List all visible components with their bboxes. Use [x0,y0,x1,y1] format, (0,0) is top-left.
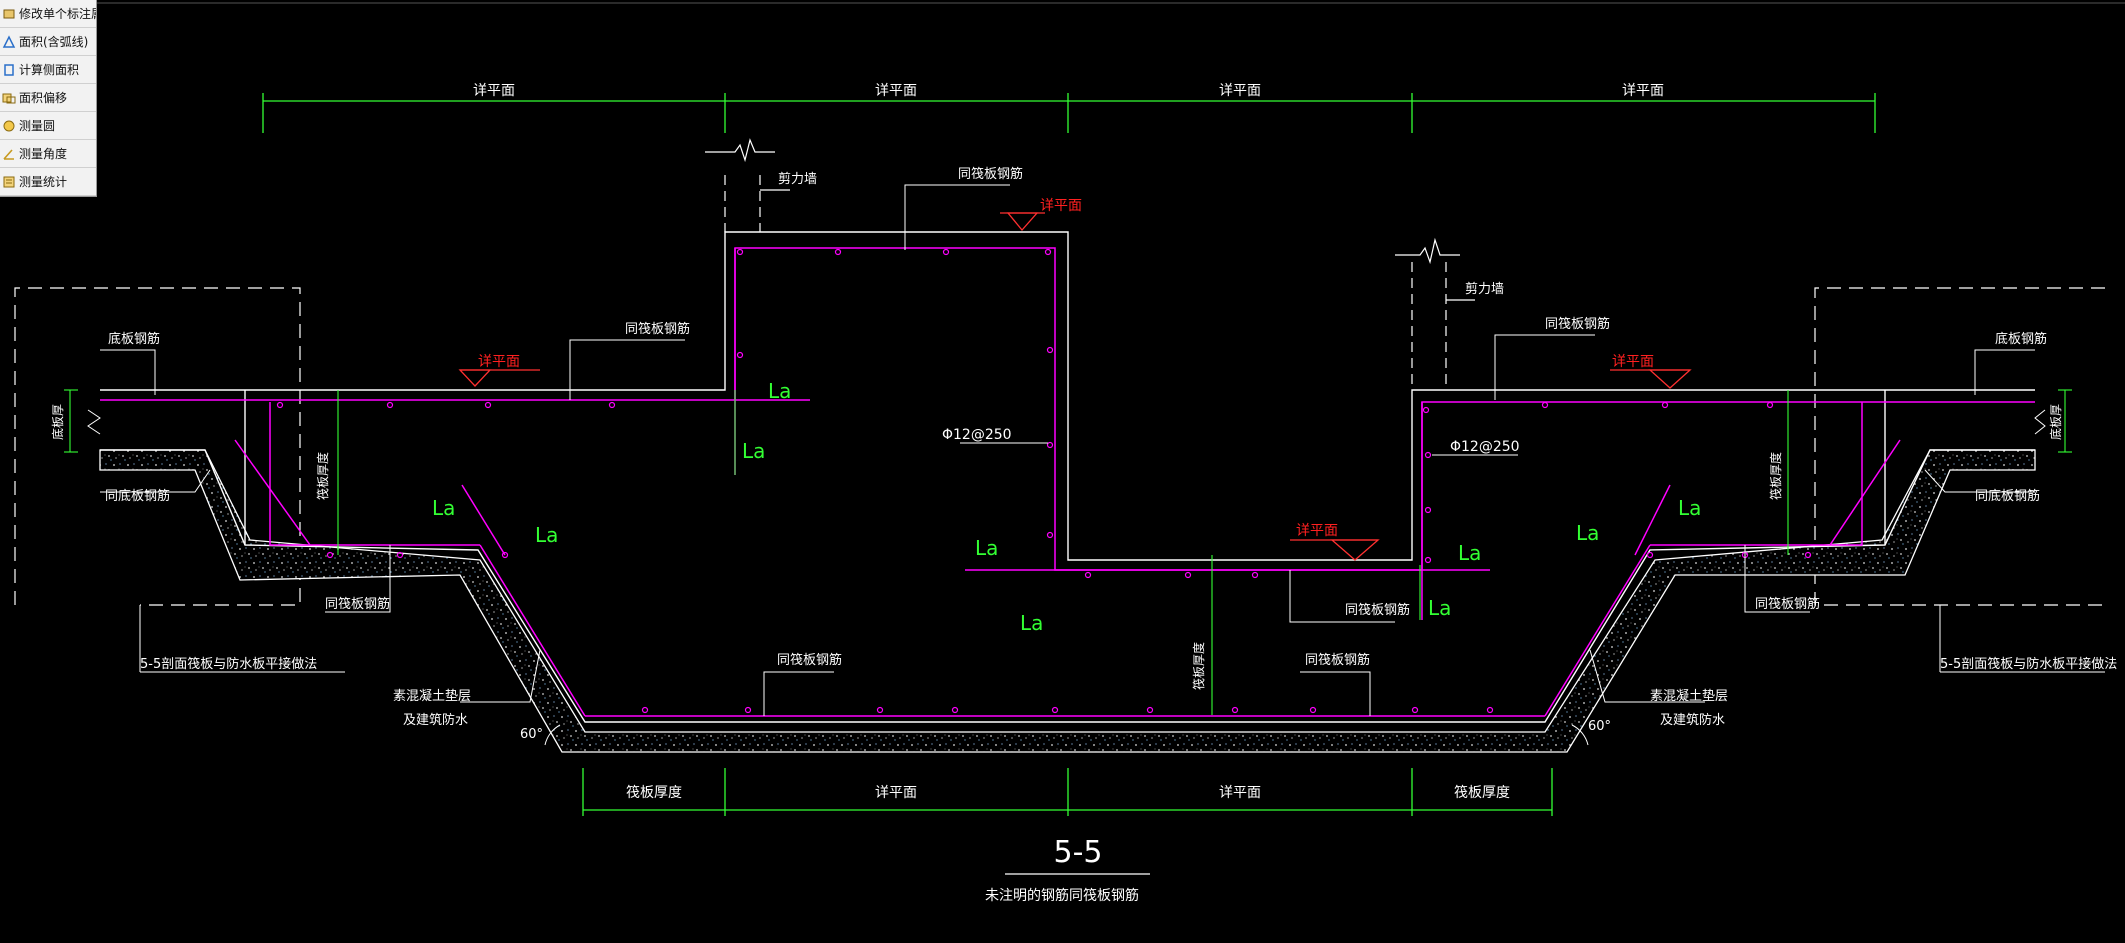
toolbar-item-circle[interactable]: 测量圆 [0,112,96,140]
toolbar-item-label: 测量统计 [19,175,68,189]
statistics-icon [2,175,16,189]
la-label: La [1428,596,1451,620]
toolbar-item-label: 面积(含弧线) [19,35,89,49]
see-plan-label: 详平面 [478,354,520,370]
right-angle-arc [1571,724,1589,746]
la-label: La [1020,611,1043,635]
toolbar-item-label: 测量角度 [19,147,68,161]
bottom-plate-rebar-label: 底板钢筋 [1995,331,2047,347]
area-icon [2,34,16,49]
raft-outline [100,231,2035,723]
la-label: La [1576,521,1599,545]
bottom-plate-rebar-label: 底板钢筋 [108,331,160,347]
toolbar-item-label: 测量圆 [19,119,56,133]
top-dim-label: 详平面 [1219,83,1261,99]
same-bottom-rebar-label: 同底板钢筋 [1975,488,2040,504]
plate-thickness-label: 底板厚 [50,404,65,440]
right-break-mark [2034,409,2046,435]
la-label: La [768,379,791,403]
raft-thickness-label: 筏板厚度 [1191,642,1206,690]
left-angle-arc [544,724,561,746]
la-label: La [1458,541,1481,565]
circle-measure-icon [2,119,16,133]
see-plan-markers [458,212,1692,561]
section-title: 5-5 [1054,835,1103,870]
section-note: 未注明的钢筋同筏板钢筋 [985,887,1139,904]
la-label: La [535,523,558,547]
see-plan-label: 详平面 [1612,354,1654,370]
raft-rebar-label: 同筏板钢筋 [777,652,842,668]
waterproof-label: 及建筑防水 [403,712,468,728]
la-anchor-lines [337,390,1789,715]
toolbar-item-label: 计算侧面积 [19,63,80,77]
raft-thickness-label: 筏板厚度 [315,452,330,500]
toolbar-item-edit-label[interactable]: 修改单个标注属性 [0,0,96,28]
top-dim-label: 详平面 [875,83,917,99]
raft-rebar-label: 同筏板钢筋 [958,166,1023,182]
bottom-dim-label: 筏板厚度 [1454,784,1510,801]
raft-rebar-label: 同筏板钢筋 [1755,596,1820,612]
thickness-dims [64,389,2072,453]
right-detail-box [1814,287,2105,606]
rebar-dots [276,248,1812,714]
same-bottom-rebar-label: 同底板钢筋 [105,488,170,504]
see-plan-label: 详平面 [1040,198,1082,214]
angle-icon [2,147,16,161]
toolbar-item-side-area[interactable]: 计算侧面积 [0,56,96,84]
leader-lines [100,184,2035,716]
toolbar-item-area[interactable]: 面积(含弧线) [0,28,96,56]
rebar-spec-label: Φ12@250 [1450,439,1520,455]
bottom-dim-label: 详平面 [1219,785,1261,801]
left-break-mark [87,409,101,435]
concrete-cushion-layer [99,449,2036,753]
toolbar-item-label: 面积偏移 [19,91,68,105]
rebar-lines [100,247,2035,717]
raft-rebar-label: 同筏板钢筋 [325,596,390,612]
bottom-dim-label: 详平面 [875,785,917,801]
toolbar-item-angle[interactable]: 测量角度 [0,140,96,168]
toolbar-item-offset[interactable]: 面积偏移 [0,84,96,112]
cushion-label: 素混凝土垫层 [1650,688,1728,704]
bottom-dimension-line [582,768,1553,816]
left-angle-label: 60° [520,727,543,742]
offset-icon [2,91,16,105]
la-label: La [975,536,998,560]
raft-rebar-label: 同筏板钢筋 [1545,316,1610,332]
raft-rebar-label: 同筏板钢筋 [625,321,690,337]
left-shear-wall [705,138,790,232]
left-detail-note: 5-5剖面筏板与防水板平接做法 [140,656,317,672]
raft-rebar-label: 同筏板钢筋 [1305,652,1370,668]
la-label: La [432,496,455,520]
rebar-spec-label: Φ12@250 [942,427,1012,443]
right-shear-wall-label: 剪力墙 [1465,281,1504,297]
see-plan-label: 详平面 [1296,523,1338,539]
toolbar-item-statistics[interactable]: 测量统计 [0,168,96,196]
top-dim-label: 详平面 [473,83,515,99]
top-dim-label: 详平面 [1622,83,1664,99]
raft-thickness-label: 筏板厚度 [1768,452,1783,500]
top-dimension-line [262,93,1876,133]
side-area-icon [2,63,16,77]
la-label: La [742,439,765,463]
la-label: La [1678,496,1701,520]
left-detail-box [14,287,301,606]
bottom-dim-label: 筏板厚度 [626,784,682,801]
measure-toolbar: 修改单个标注属性 面积(含弧线) 计算侧面积 面积偏移 测量圆 测量角度 测量统… [0,0,97,197]
right-shear-wall [1395,237,1475,390]
raft-rebar-label: 同筏板钢筋 [1345,602,1410,618]
waterproof-label: 及建筑防水 [1660,712,1725,728]
cushion-label: 素混凝土垫层 [393,688,471,704]
plate-thickness-label: 底板厚 [2048,404,2063,440]
toolbar-item-label: 修改单个标注属性 [19,7,96,21]
edit-icon [2,7,16,21]
right-angle-label: 60° [1588,719,1611,734]
right-detail-note: 5-5剖面筏板与防水板平接做法 [1940,656,2117,672]
left-shear-wall-label: 剪力墙 [778,171,817,187]
